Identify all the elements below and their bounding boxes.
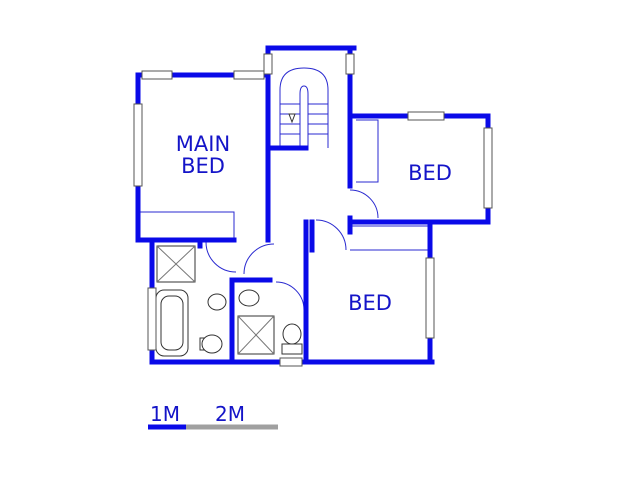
- main-bed-label-line2: BED: [181, 154, 225, 178]
- toilet-left: [201, 334, 223, 354]
- scale-label-1m: 1M: [150, 402, 180, 426]
- basin-right: [238, 289, 260, 307]
- main-bed-label-line1: MAIN: [176, 132, 230, 156]
- staircase: [279, 67, 329, 148]
- bed-right-label: BED: [408, 161, 452, 185]
- door-swings: [205, 189, 379, 311]
- windows: [133, 53, 493, 367]
- toilet-right: [282, 323, 302, 345]
- bathroom-fixtures: [155, 245, 303, 357]
- basin-left: [207, 293, 227, 311]
- scale-bar: 1M 2M: [148, 402, 278, 430]
- bed-bottom-label: BED: [348, 291, 392, 315]
- scale-label-2m: 2M: [215, 402, 245, 426]
- walls: [135, 45, 491, 365]
- stair-arrow-icon: [288, 113, 296, 124]
